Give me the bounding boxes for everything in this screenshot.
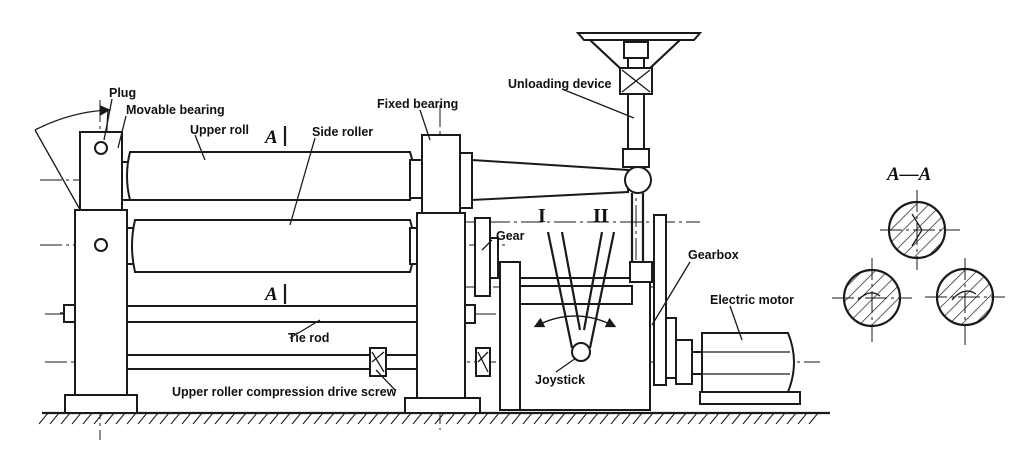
section-title: A—A: [886, 164, 931, 185]
plug-hole: [94, 141, 108, 155]
left-frame-movable-bearing: [60, 131, 138, 414]
joystick: [533, 231, 617, 362]
gear: [474, 217, 499, 297]
tie-rod: [126, 305, 421, 323]
upper-roll: [121, 151, 423, 201]
label-side-roller: Side roller: [312, 125, 373, 139]
section-mark-lower: A: [264, 284, 278, 305]
unloading-device: [575, 32, 703, 262]
label-unloading-device: Unloading device: [508, 77, 612, 91]
label-fixed-bearing: Fixed bearing: [377, 97, 458, 111]
electric-motor: [691, 332, 801, 405]
label-plug: Plug: [109, 86, 136, 100]
label-tie-rod: Tie rod: [288, 331, 329, 345]
section-mark-upper: A: [264, 127, 278, 148]
label-gearbox: Gearbox: [688, 248, 739, 262]
gearbox: [499, 214, 693, 411]
label-movable-bearing: Movable bearing: [126, 103, 225, 117]
ball-joint: [624, 166, 652, 194]
label-electric-motor: Electric motor: [710, 293, 794, 307]
ground-floor: [38, 411, 830, 425]
tapered-arm: [471, 158, 652, 202]
compression-drive-screw: [126, 347, 421, 377]
right-frame-fixed-bearing: [404, 134, 491, 414]
side-roller: [126, 219, 423, 273]
leader-lines: [103, 88, 743, 391]
joystick-position-two: II: [593, 205, 609, 227]
joystick-position-one: I: [538, 205, 546, 227]
label-gear: Gear: [496, 229, 525, 243]
label-compression-drive-screw: Upper roller compression drive screw: [172, 385, 397, 399]
pivot-hole: [94, 238, 108, 252]
label-joystick: Joystick: [535, 373, 585, 387]
label-upper-roll: Upper roll: [190, 123, 249, 137]
section-a-a-detail: [832, 190, 1005, 345]
